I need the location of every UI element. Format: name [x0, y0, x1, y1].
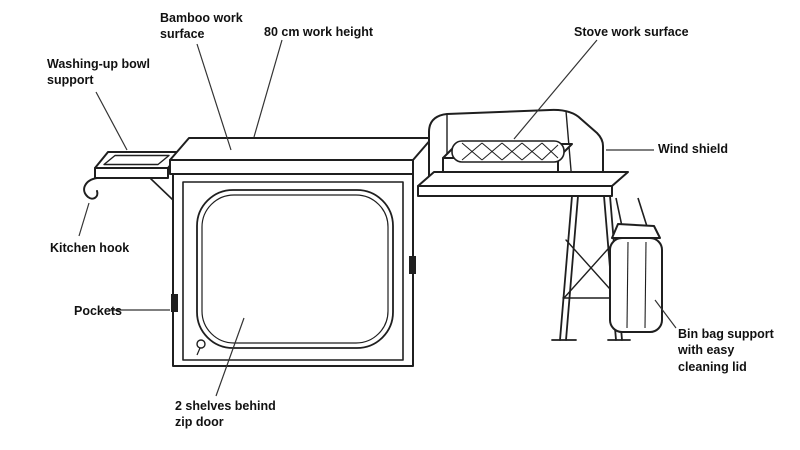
- leader-washing-bowl: [95, 91, 128, 151]
- bin-cleaning-lid: [611, 223, 661, 239]
- label-bin-bag-support: Bin bag support with easy cleaning lid: [678, 327, 774, 374]
- label-work-height: 80 cm work height: [264, 25, 374, 39]
- bin-bag: [609, 237, 663, 333]
- leader-bamboo: [196, 43, 232, 151]
- bin-bag-support: [609, 197, 663, 333]
- leader-lines: [78, 39, 677, 397]
- burner-grate: [451, 140, 565, 163]
- leader-work-height: [253, 39, 283, 138]
- leader-shelves: [215, 317, 245, 397]
- zip-door: [196, 189, 394, 349]
- label-stove-work-surface: Stove work surface: [574, 25, 689, 39]
- zip-pull: [196, 339, 206, 349]
- kitchen-hook: [83, 177, 99, 200]
- label-pockets: Pockets: [74, 304, 122, 318]
- cabinet: [169, 137, 433, 367]
- label-washing-up-bowl-support: Washing-up bowl support: [47, 57, 150, 88]
- pockets-frame: [182, 181, 404, 361]
- label-kitchen-hook: Kitchen hook: [50, 241, 130, 255]
- label-bamboo-work-surface: Bamboo work surface: [160, 11, 243, 42]
- bamboo-work-surface: [169, 137, 433, 161]
- side-tab-right: [409, 256, 416, 274]
- leader-kitchen-hook: [78, 202, 90, 237]
- label-shelves-zip-door: 2 shelves behind zip door: [175, 399, 276, 430]
- label-wind-shield: Wind shield: [658, 142, 729, 156]
- washing-bowl-support: [94, 151, 182, 201]
- leader-stove-surface: [513, 39, 598, 140]
- leader-bin-bag: [654, 299, 677, 329]
- side-tab-left: [171, 294, 178, 312]
- stove-table: [417, 171, 629, 197]
